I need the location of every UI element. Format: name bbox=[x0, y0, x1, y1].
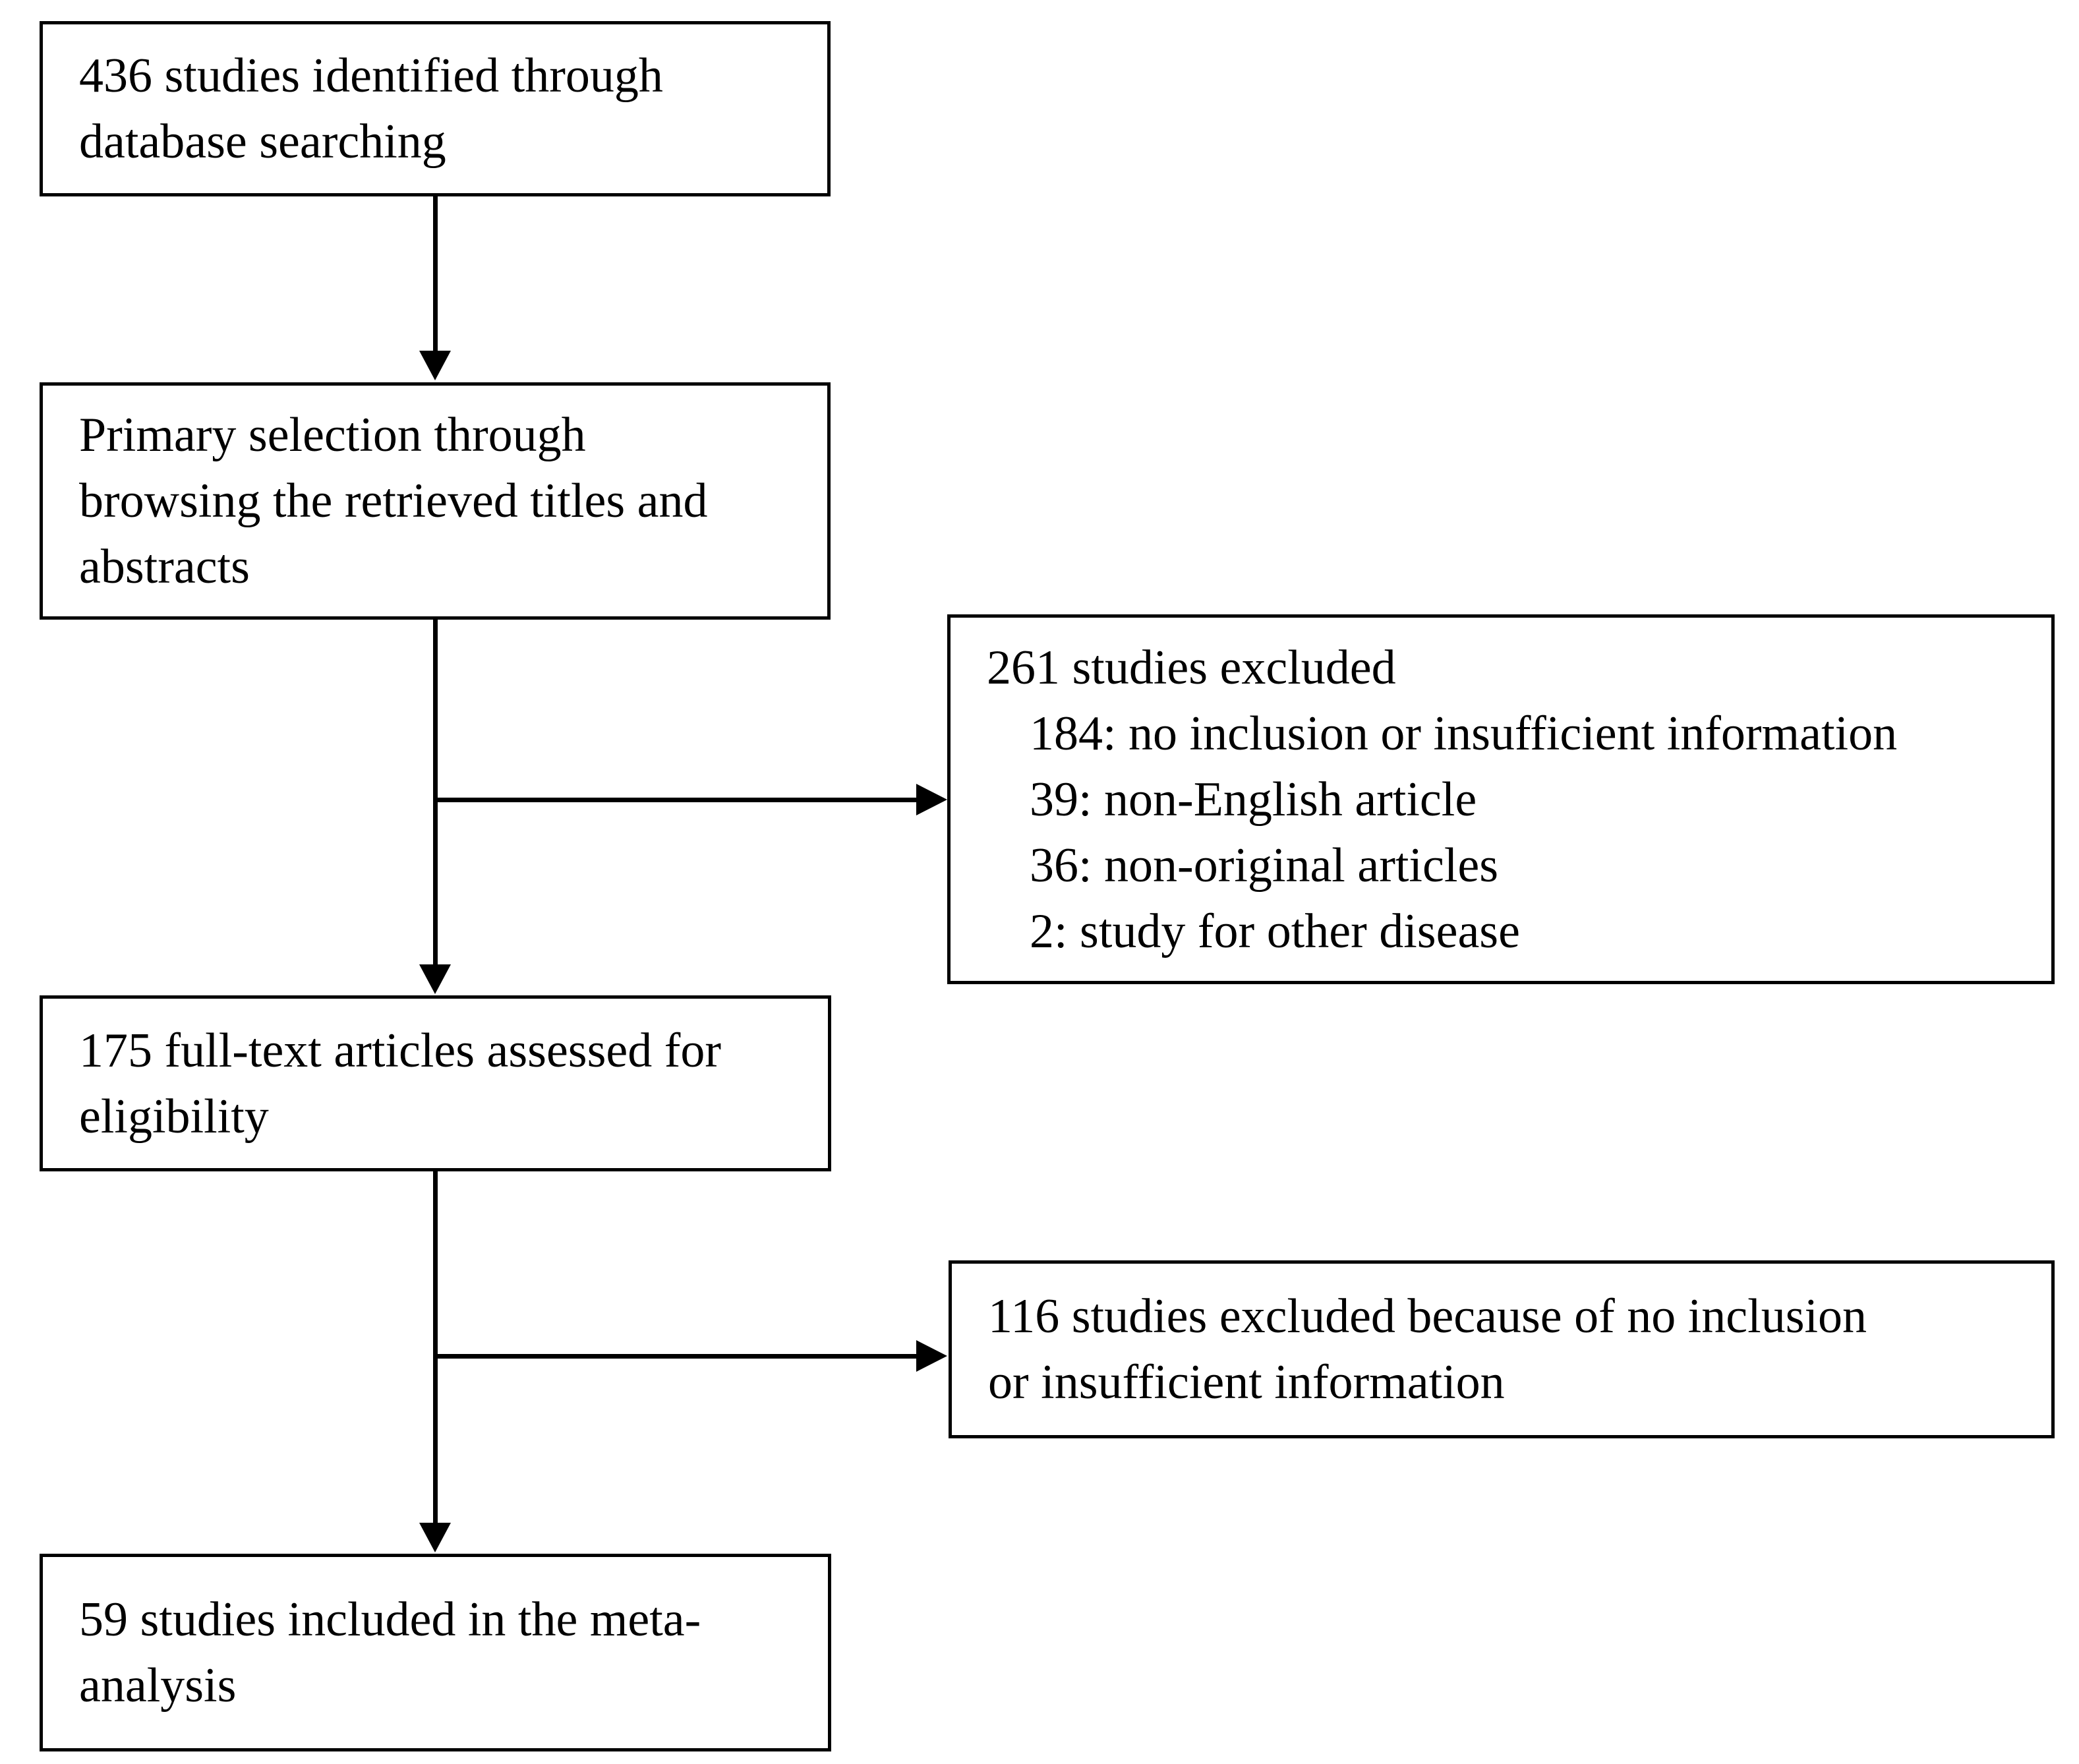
excluded-primary-reason: 36: non-original articles bbox=[1030, 838, 1499, 893]
arrowhead-down-icon bbox=[419, 351, 451, 380]
arrow-fulltext-to-included-shaft bbox=[433, 1171, 438, 1524]
box-primary-selection-text: Primary selection through browsing the r… bbox=[79, 408, 708, 594]
excluded-primary-reason: 184: no inclusion or insufficient inform… bbox=[1030, 706, 1898, 761]
box-studies-excluded-fulltext: 116 studies excluded because of no inclu… bbox=[949, 1260, 2055, 1438]
arrowhead-down-icon bbox=[419, 1523, 451, 1552]
arrow-primary-to-fulltext-shaft bbox=[433, 620, 438, 966]
box-fulltext-assessed-text: 175 full-text articles assessed for elig… bbox=[79, 1023, 722, 1144]
arrowhead-right-icon bbox=[916, 784, 947, 815]
box-studies-included-text: 59 studies included in the meta- analysi… bbox=[79, 1593, 701, 1713]
excluded-primary-title: 261 studies excluded bbox=[987, 640, 1396, 695]
box-studies-included: 59 studies included in the meta- analysi… bbox=[40, 1554, 831, 1751]
arrow-branch-to-excluded-fulltext-shaft bbox=[435, 1354, 918, 1359]
box-fulltext-assessed: 175 full-text articles assessed for elig… bbox=[40, 995, 831, 1171]
arrowhead-right-icon bbox=[916, 1340, 947, 1372]
excluded-primary-reason: 2: study for other disease bbox=[1030, 904, 1520, 958]
box-studies-excluded-primary: 261 studies excluded 184: no inclusion o… bbox=[947, 614, 2055, 984]
box-studies-excluded-fulltext-text: 116 studies excluded because of no inclu… bbox=[988, 1289, 1867, 1409]
arrow-identified-to-primary-shaft bbox=[433, 196, 438, 352]
box-studies-identified: 436 studies identified through database … bbox=[40, 21, 831, 196]
arrow-branch-to-excluded-primary-shaft bbox=[435, 798, 918, 802]
arrowhead-down-icon bbox=[419, 964, 451, 994]
box-studies-identified-text: 436 studies identified through database … bbox=[79, 49, 663, 169]
box-primary-selection: Primary selection through browsing the r… bbox=[40, 382, 831, 620]
excluded-primary-reason: 39: non-English article bbox=[1030, 772, 1477, 827]
